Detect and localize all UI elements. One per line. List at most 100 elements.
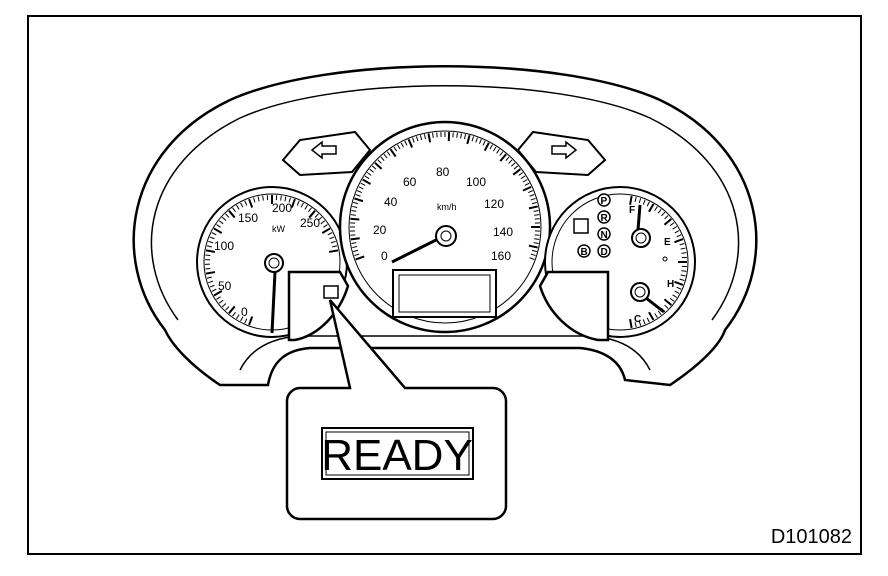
power-tick: [221, 303, 227, 308]
power-tick: [228, 210, 236, 219]
speed-tick: [482, 140, 486, 146]
speed-tick: [527, 190, 533, 194]
power-tick: [232, 207, 236, 213]
power-tick: [248, 316, 254, 326]
speed-tick: [404, 140, 408, 146]
speed-tick: [353, 249, 359, 253]
right-gauge-tick: [680, 247, 686, 250]
speed-tick: [511, 162, 516, 167]
speed-unit: km/h: [437, 202, 457, 212]
power-tick: [209, 284, 215, 288]
right-turn-signal: [516, 130, 607, 177]
speed-needle: [391, 236, 441, 264]
right-gauge-tick: [654, 313, 658, 318]
power-tick: [218, 220, 224, 225]
right-gauge-tick: [674, 290, 680, 294]
right-gauge-tick: [680, 274, 686, 277]
indicator-square: [573, 218, 589, 234]
right-gauge-tick: [638, 198, 642, 204]
speed-tick: [380, 156, 385, 161]
power-tick: [216, 224, 221, 228]
speed-tick: [357, 190, 363, 194]
power-tick: [218, 299, 224, 304]
power-tick: [236, 204, 240, 210]
power-tick: [317, 216, 323, 221]
power-tick: [257, 196, 260, 202]
power-tick: [280, 195, 282, 201]
right-gauge-tick: [646, 201, 650, 207]
speed-tick: [512, 168, 521, 176]
power-label-150: 150: [238, 211, 258, 225]
power-tick: [206, 245, 212, 248]
speed-tick: [513, 165, 519, 170]
power-label-100: 100: [214, 239, 234, 253]
speed-label-0: 0: [381, 249, 388, 263]
left-turn-signal: [281, 130, 372, 177]
power-tick: [216, 296, 221, 300]
temp-gauge: H C: [630, 279, 674, 325]
fuel-needle: [636, 204, 642, 231]
power-unit: kW: [272, 224, 286, 234]
speed-tick: [456, 132, 458, 138]
speed-tick: [522, 185, 532, 192]
speed-tick: [374, 162, 383, 170]
right-gauge-tick: [657, 310, 662, 316]
speed-tick: [534, 238, 540, 240]
cluster-outer-housing: [132, 65, 758, 387]
fuel-empty: E: [664, 237, 671, 248]
speed-tick: [466, 134, 471, 145]
power-tick: [327, 232, 333, 236]
right-gauge-tick: [664, 304, 669, 309]
speed-tick: [492, 146, 497, 152]
speed-tick: [533, 242, 539, 244]
power-tick: [208, 240, 214, 244]
shift-p: P: [601, 196, 608, 207]
speed-tick: [423, 134, 427, 140]
power-tick: [240, 316, 244, 322]
right-arrow-icon: [551, 140, 578, 160]
speed-tick: [412, 137, 415, 143]
power-label-200: 200: [272, 201, 292, 215]
power-tick: [209, 236, 215, 240]
power-tick: [221, 216, 227, 221]
figure-code: D101082: [771, 526, 852, 548]
power-tick: [308, 207, 312, 213]
right-gauge-tick: [634, 196, 637, 202]
speedometer: 0 20 40 60 80 100 120 140 160 km/h: [338, 120, 552, 334]
power-tick: [211, 288, 217, 292]
speed-tick: [505, 156, 510, 161]
right-gauge-tick: [663, 218, 672, 226]
speed-tick: [475, 137, 478, 143]
speed-label-80: 80: [436, 165, 450, 179]
power-tick: [225, 306, 230, 311]
right-gauge-tick: [638, 320, 642, 326]
power-tick: [205, 254, 211, 257]
right-gauge-tick: [679, 278, 685, 281]
shift-indicator: P R N D B: [577, 193, 611, 258]
speed-tick: [350, 214, 356, 216]
speed-tick: [478, 139, 482, 145]
right-gauge-tick: [629, 318, 633, 329]
speed-label-60: 60: [403, 175, 417, 189]
temp-needle: [645, 296, 665, 314]
power-tick: [206, 276, 212, 279]
fuel-gauge: F E: [629, 204, 671, 262]
power-tick: [288, 197, 291, 203]
power-label-250: 250: [300, 216, 320, 230]
speed-tick: [358, 186, 364, 190]
power-tick: [211, 232, 217, 236]
right-gauge-tick: [657, 208, 662, 214]
speed-tick: [415, 136, 419, 142]
power-tick: [244, 200, 248, 206]
power-tick: [213, 290, 223, 297]
right-gauge-tick: [674, 280, 684, 286]
speed-tick: [534, 214, 540, 216]
right-gauge-tick: [654, 206, 658, 211]
ready-indicator-spot: [323, 285, 339, 299]
speed-label-140: 140: [493, 225, 513, 239]
power-tick: [205, 271, 216, 275]
temp-hot: H: [667, 279, 674, 290]
speed-tick: [496, 148, 500, 154]
right-gauge-tick: [634, 322, 637, 328]
cluster-inner-rim: [150, 85, 740, 321]
